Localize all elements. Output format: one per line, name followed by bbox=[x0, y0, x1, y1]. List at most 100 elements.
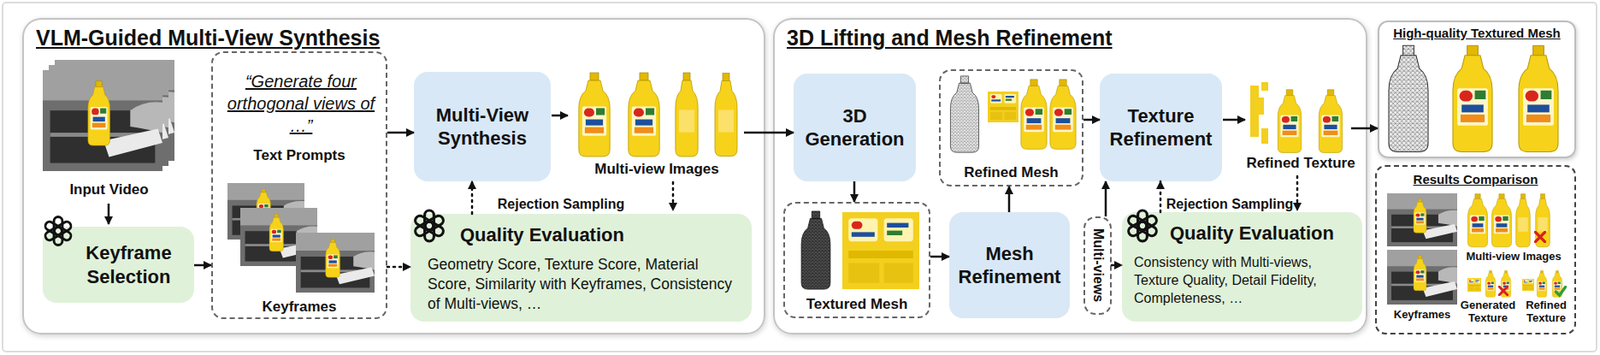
input-video-frames bbox=[42, 59, 175, 172]
refined-texture-art-part bbox=[1277, 89, 1301, 154]
node-title: Keyframe Selection bbox=[42, 241, 195, 289]
process-box: Multi-View Synthesis bbox=[413, 71, 551, 182]
final-mesh-art bbox=[1388, 45, 1559, 152]
multi-view-bottles-part bbox=[628, 72, 660, 157]
refined-mesh-art-part bbox=[950, 76, 979, 153]
feedback-arrow bbox=[1159, 181, 1163, 213]
textured-mesh-art-part bbox=[842, 212, 920, 290]
refined-mesh-art-part bbox=[987, 91, 1019, 123]
comparison-art bbox=[1387, 193, 1566, 305]
input-group-box: “Generate four orthogonal views of …” Tex… bbox=[211, 51, 388, 319]
result-group-box: Textured Mesh bbox=[783, 201, 931, 319]
comparison-art-part bbox=[1387, 249, 1458, 305]
multi-view-bottles-part bbox=[578, 72, 610, 157]
connector-stub bbox=[743, 131, 766, 135]
feedback-arrow bbox=[471, 181, 474, 214]
flow-arrow bbox=[1008, 186, 1011, 213]
comparison-art-part bbox=[1522, 278, 1535, 291]
comparison-art-part bbox=[1387, 193, 1458, 247]
node-title: 3D Generation bbox=[793, 104, 916, 152]
flow-arrow bbox=[930, 255, 950, 259]
flow-arrow bbox=[387, 131, 414, 135]
keyframe-images-part bbox=[295, 232, 375, 293]
result-group-box: Refined Mesh bbox=[938, 69, 1084, 187]
feedback-arrow bbox=[387, 265, 411, 269]
synthesis-arrow bbox=[551, 114, 568, 118]
flow-arrow bbox=[853, 181, 857, 202]
node-title: Refined Mesh bbox=[940, 164, 1082, 182]
feedback-arrow bbox=[1111, 264, 1122, 267]
node-text: Consistency with Multi-views, Texture Qu… bbox=[1133, 253, 1360, 308]
multi-view-bottles-part bbox=[714, 73, 738, 157]
refined-texture-art-part bbox=[1261, 82, 1269, 144]
refined-texture-art bbox=[1250, 82, 1343, 153]
comparison-art-part bbox=[1555, 286, 1565, 296]
video-arrow bbox=[107, 203, 111, 225]
process-box: Keyframe Selection bbox=[42, 226, 195, 303]
stage-panel: VLM-Guided Multi-View SynthesisKeyframe … bbox=[22, 17, 766, 335]
final-mesh-art-part bbox=[1388, 45, 1429, 152]
input-video-frames-part bbox=[54, 59, 175, 161]
refined-mesh-art-part bbox=[1021, 79, 1047, 149]
textured-mesh-art-part bbox=[801, 211, 831, 290]
flow-arrow bbox=[1367, 127, 1378, 130]
comparison-art-part bbox=[1536, 270, 1547, 297]
node-title: Texture Refinement bbox=[1099, 104, 1223, 152]
keyframe-images-part bbox=[240, 207, 318, 266]
comparison-art-part bbox=[1467, 194, 1488, 248]
gpt-logo bbox=[413, 210, 446, 242]
refined-texture-art-part bbox=[1318, 89, 1342, 154]
node-title: Multi-views bbox=[1090, 228, 1106, 302]
refined-mesh-art-part bbox=[1050, 79, 1076, 149]
node-title: Multi-View Synthesis bbox=[413, 103, 551, 151]
refined-texture-art-part bbox=[1250, 85, 1264, 137]
comparison-art-part bbox=[1499, 286, 1508, 296]
rejection-arrow bbox=[672, 182, 675, 211]
comparison-art-part bbox=[1485, 270, 1496, 297]
keyframe-images-part bbox=[227, 183, 305, 240]
comparison-art-part bbox=[1467, 277, 1482, 292]
input-video-frames-part bbox=[48, 64, 169, 166]
comparison-panel: Results Comparison bbox=[1375, 165, 1577, 335]
keyframe-images bbox=[227, 183, 375, 293]
final-mesh-art-part bbox=[1452, 45, 1493, 152]
gpt-logo bbox=[1127, 210, 1159, 242]
textured-mesh-art bbox=[801, 211, 920, 290]
output-panel: High-quality Textured Mesh bbox=[1377, 20, 1577, 159]
comparison-art-part bbox=[1552, 270, 1563, 297]
flow-arrow bbox=[194, 264, 212, 267]
node-title: Results Comparison bbox=[1376, 171, 1575, 187]
flow-arrow bbox=[765, 131, 794, 135]
input-tag-box: Multi-views bbox=[1083, 216, 1112, 315]
comparison-art-part bbox=[1500, 270, 1512, 297]
node-title: Quality Evaluation bbox=[1169, 222, 1335, 245]
rejection-arrow bbox=[1296, 176, 1299, 211]
node-title: “Generate four orthogonal views of …” bbox=[219, 70, 383, 137]
flow-arrow bbox=[1104, 181, 1108, 217]
node-title: Mesh Refinement bbox=[949, 242, 1070, 290]
final-mesh-art-part bbox=[1518, 45, 1559, 152]
process-box: Texture Refinement bbox=[1099, 73, 1223, 182]
comparison-art-part bbox=[1491, 194, 1512, 248]
process-box: 3D Generation bbox=[793, 73, 916, 182]
node-text: Keyframes bbox=[212, 298, 386, 316]
comparison-art-part bbox=[1535, 194, 1551, 248]
refined-mesh-art bbox=[950, 76, 1076, 153]
comparison-art-part bbox=[1516, 194, 1531, 248]
node-title: 3D Lifting and Mesh Refinement bbox=[786, 25, 1113, 51]
refine-arrow bbox=[1222, 118, 1246, 122]
connector-stub bbox=[1351, 127, 1368, 130]
stage-panel: 3D Lifting and Mesh Refinement 3D Generat… bbox=[773, 17, 1368, 335]
node-text: Text Prompts bbox=[212, 147, 386, 165]
comparison-art-part bbox=[1535, 231, 1545, 242]
evaluation-box: Quality EvaluationConsistency with Multi… bbox=[1121, 212, 1363, 322]
gpt-logo bbox=[43, 217, 73, 246]
node-title: Textured Mesh bbox=[785, 295, 929, 313]
evaluation-box: Quality EvaluationGeometry Score, Textur… bbox=[410, 213, 752, 322]
node-title: Quality Evaluation bbox=[460, 224, 625, 247]
input-video-frames-part bbox=[42, 70, 163, 172]
multi-view-bottles bbox=[578, 72, 738, 157]
